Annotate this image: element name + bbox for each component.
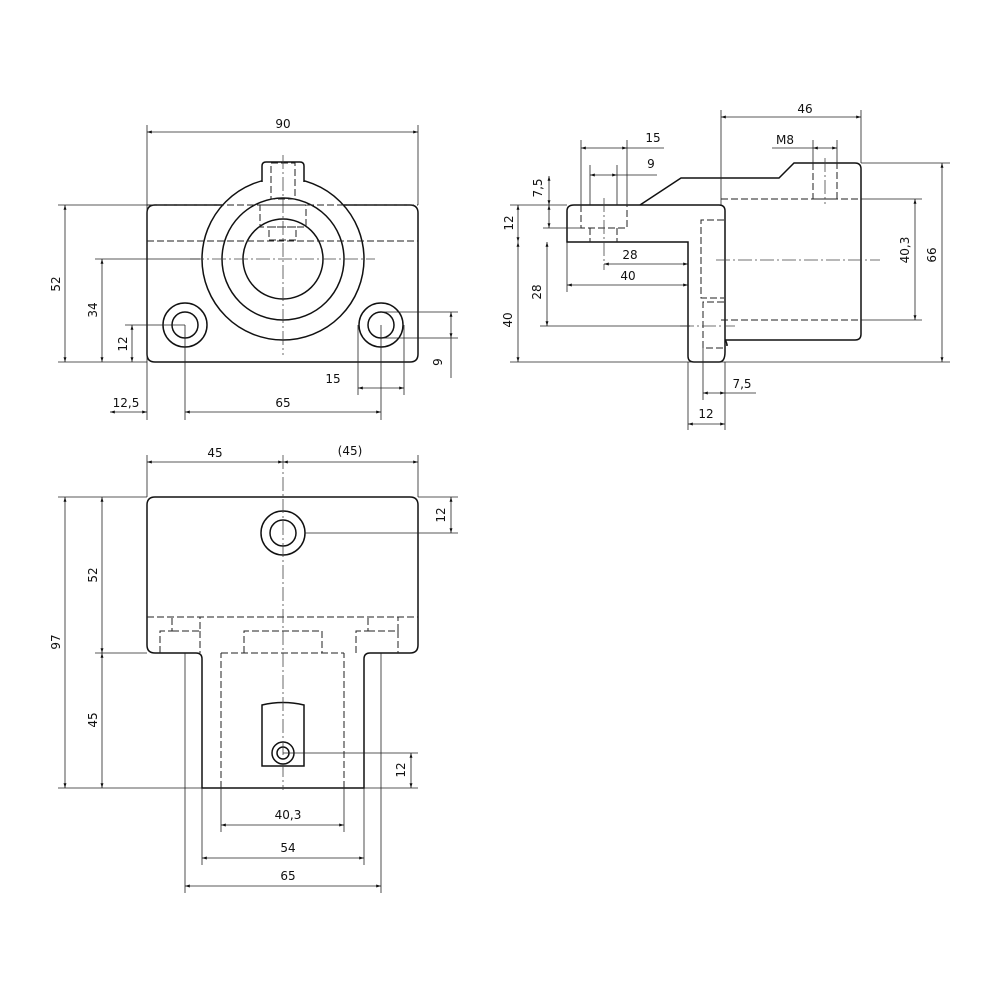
top-view: 45 (45) 12 97 52 45 12 40,3 54 65 — [49, 444, 458, 893]
dim-front-height: 52 — [49, 276, 63, 291]
dim-side-hole: 9 — [647, 157, 655, 171]
dim-top-screw-pos: 12 — [394, 762, 408, 777]
dim-side-66: 66 — [925, 247, 939, 262]
dim-side-flange-thick: 12 — [502, 215, 516, 230]
dim-side-7-5: 7,5 — [732, 377, 751, 391]
dim-top-65: 65 — [280, 869, 295, 883]
dim-front-center-height: 34 — [86, 302, 100, 317]
dim-top-97: 97 — [49, 634, 63, 649]
dim-side-cb-depth: 7,5 — [531, 178, 545, 197]
top-body — [146, 496, 419, 789]
dim-side-thread: M8 — [776, 133, 794, 147]
dim-top-54: 54 — [280, 841, 295, 855]
dim-top-45-ref: (45) — [338, 444, 363, 458]
dim-side-bore: 40,3 — [898, 237, 912, 264]
dim-front-hole-spacing: 65 — [275, 396, 290, 410]
dim-side-counterbore: 15 — [645, 131, 660, 145]
clamp-slot — [261, 701, 305, 767]
dim-side-46: 46 — [797, 102, 812, 116]
dim-top-45-v: 45 — [86, 712, 100, 727]
dim-side-hole-pos: 28 — [622, 248, 637, 262]
dim-top-45: 45 — [207, 446, 222, 460]
dim-front-counterbore: 15 — [325, 372, 340, 386]
dim-front-hole-dia: 9 — [431, 358, 445, 366]
dim-side-flange-len: 40 — [620, 269, 635, 283]
dim-side-28: 28 — [530, 284, 544, 299]
dim-top-hole-pos: 12 — [434, 507, 448, 522]
dim-top-40-3: 40,3 — [275, 808, 302, 822]
dim-front-width: 90 — [275, 117, 290, 131]
dim-front-offset: 12,5 — [113, 396, 140, 410]
dim-side-40: 40 — [501, 312, 515, 327]
dim-front-hole-height: 12 — [116, 336, 130, 351]
side-view: 15 9 7,5 12 28 40 28 40 46 M8 40,3 66 7,… — [501, 102, 950, 430]
front-view: 90 52 34 12 12,5 65 15 9 — [49, 117, 458, 420]
dim-top-52: 52 — [86, 567, 100, 582]
dim-side-12: 12 — [698, 407, 713, 421]
